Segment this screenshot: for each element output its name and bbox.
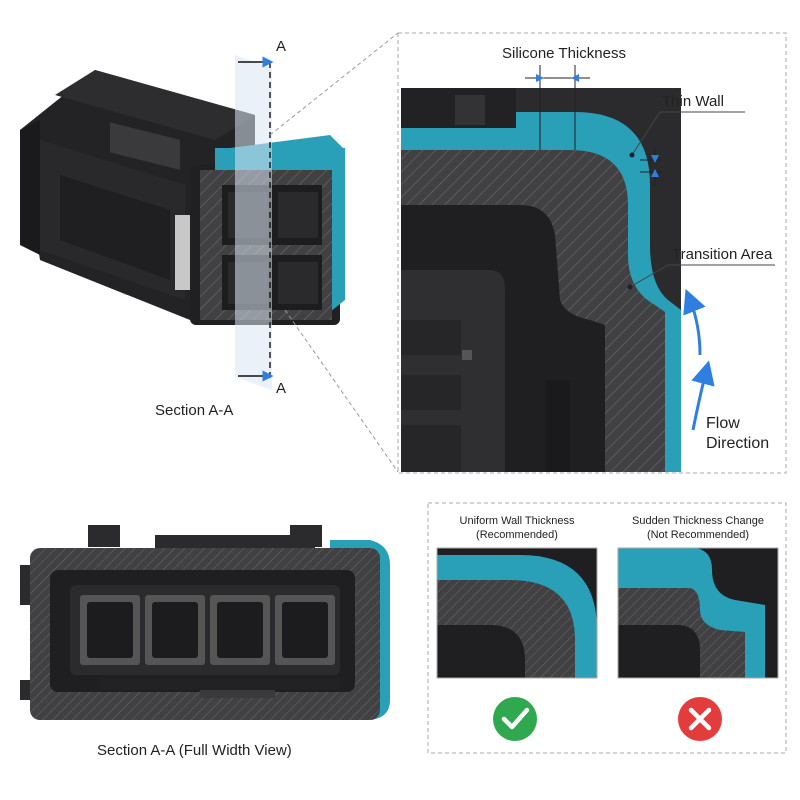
flow-direction-label: Flow Direction [706, 414, 769, 454]
connector-3d-view [20, 55, 345, 390]
bad-title: Sudden Thickness Change (Not Recommended… [618, 514, 778, 542]
detail-leader-bottom [284, 309, 399, 473]
bad-title-line2: (Not Recommended) [646, 529, 750, 541]
transition-area-label: Transition Area [672, 246, 773, 263]
section-marker-top: A [276, 38, 287, 55]
comparison-panel [427, 502, 787, 754]
check-icon [493, 697, 537, 741]
detail-leader-top [269, 32, 399, 136]
thin-wall-label: Thin Wall [662, 93, 724, 110]
flow-direction-line2: Direction [706, 435, 770, 452]
detail-view [397, 32, 787, 474]
sudden-change-example [618, 548, 778, 678]
full-width-section [20, 525, 390, 720]
full-view-label: Section A-A (Full Width View) [97, 742, 292, 759]
flow-direction-line1: Flow [706, 415, 740, 432]
cross-icon [678, 697, 722, 741]
section-a-label: Section A-A [155, 402, 234, 419]
bad-title-line1: Sudden Thickness Change [632, 515, 764, 527]
good-title-line2: (Recommended) [476, 529, 558, 541]
silicone-thickness-label: Silicone Thickness [502, 45, 626, 62]
section-marker-bottom: A [276, 380, 287, 397]
good-title: Uniform Wall Thickness (Recommended) [437, 514, 597, 542]
good-title-line1: Uniform Wall Thickness [459, 515, 575, 527]
uniform-wall-example [437, 548, 597, 678]
